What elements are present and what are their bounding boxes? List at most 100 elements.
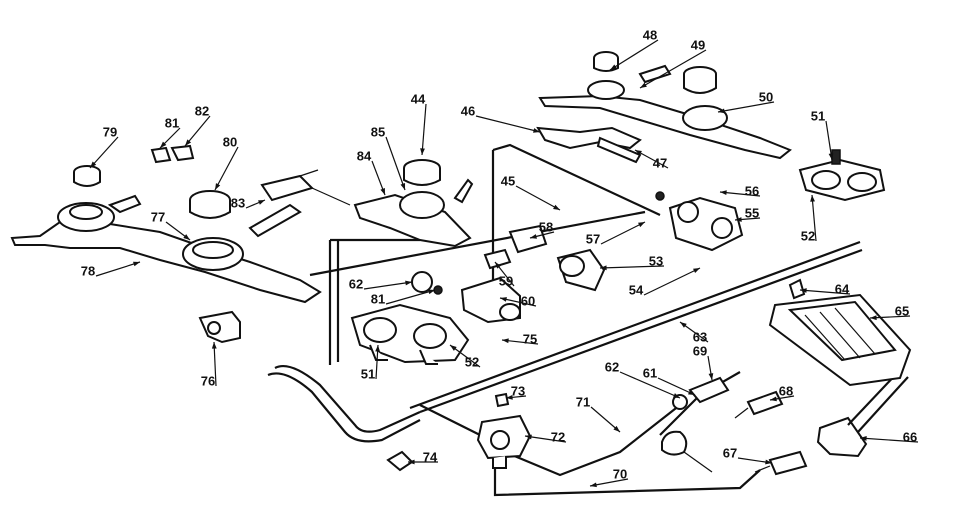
callout-c78: 78 [81,261,141,278]
callout-c66: 66 [859,429,919,444]
leader-arrowhead [688,390,695,395]
callout-c56: 56 [719,183,761,198]
callout-c84a: 84 [357,148,386,196]
leader-arrowhead [428,289,435,295]
leader-arrowhead [215,183,221,190]
callout-label: 52 [465,354,479,369]
callout-label: 81 [371,291,385,306]
callout-c61: 61 [643,365,696,396]
leader-arrowhead [530,234,537,239]
callout-c51a: 51 [811,108,834,161]
leader-line [515,185,561,211]
callout-c83: 83 [231,195,266,210]
callout-c53: 53 [599,253,665,271]
leader-arrowhead [610,64,617,70]
callout-c70: 70 [589,466,629,488]
leader-arrowhead [720,190,727,196]
callout-c50: 50 [717,89,775,114]
left-burner-assembly [10,144,322,344]
callout-layer: 7981828077788384854446484950514745585655… [81,27,919,488]
leader-arrowhead [770,396,777,402]
callout-c68: 68 [769,383,795,402]
leader-line [799,289,851,295]
leader-line [619,371,681,399]
callout-label: 83 [231,195,245,210]
leader-line [89,136,119,169]
callout-label: 71 [576,394,590,409]
leader-line [95,261,141,277]
leader-arrowhead [500,297,507,302]
leader-arrowhead [640,82,647,88]
callout-c57: 57 [586,221,646,246]
leader-arrowhead [495,262,501,269]
leader-arrowhead [525,434,532,440]
leader-arrowhead [183,234,190,240]
callout-label: 53 [649,253,663,268]
leader-arrowhead [533,128,540,133]
callout-label: 60 [521,293,535,308]
leader-arrowhead [211,342,217,349]
callout-label: 48 [643,27,657,42]
callout-c79: 79 [89,124,119,169]
leader-arrowhead [635,150,642,156]
callout-label: 55 [745,205,759,220]
callout-c65: 65 [869,303,911,321]
callout-label: 70 [613,466,627,481]
leader-arrowhead [860,436,867,441]
callout-label: 45 [501,173,515,188]
leader-arrowhead [800,288,807,293]
callout-label: 82 [195,103,209,118]
leader-line [859,437,919,443]
leader-line [811,194,817,242]
leader-line [609,39,659,71]
leader-arrowhead [420,148,425,155]
leader-arrowhead [638,222,645,228]
callout-c75: 75 [501,331,539,346]
leader-line [475,115,541,133]
callout-label: 85 [371,124,385,139]
leader-arrowhead [590,482,597,488]
callout-label: 57 [586,231,600,246]
callout-label: 65 [895,303,909,318]
leader-line [214,146,239,191]
callout-label: 76 [201,373,215,388]
callout-c60: 60 [499,293,537,308]
callout-c59: 59 [494,261,515,288]
callout-label: 67 [723,445,737,460]
callout-label: 79 [103,124,117,139]
callout-c80: 80 [214,134,239,191]
callout-c67: 67 [723,445,773,465]
callout-label: 62 [605,359,619,374]
callout-c55: 55 [734,205,761,222]
leader-line [825,120,833,161]
callout-label: 44 [411,91,426,106]
leader-arrowhead [160,141,167,148]
callout-c85a: 85 [371,124,406,191]
leader-arrowhead [506,394,513,400]
callout-label: 84 [357,148,372,163]
callout-label: 46 [461,103,475,118]
leader-line [385,136,406,191]
leader-arrowhead [258,200,265,205]
callout-label: 61 [643,365,657,380]
callout-c82: 82 [184,103,211,147]
callout-label: 81 [165,115,179,130]
callout-label: 77 [151,209,165,224]
callout-c52a: 52 [801,194,817,243]
leader-arrowhead [693,268,700,274]
leader-line [385,289,436,305]
callout-c81b: 81 [371,289,436,306]
leader-line [643,267,701,296]
callout-c71: 71 [576,394,621,433]
callout-c51b: 51 [361,344,381,381]
leader-arrowhead [502,338,509,344]
leader-line [869,315,911,319]
leader-arrowhead [133,261,140,267]
callout-label: 59 [499,273,513,288]
callout-c48: 48 [609,27,659,71]
center-burner-assembly [248,159,474,248]
leader-line [639,49,707,89]
callout-c44: 44 [411,91,427,156]
callout-c77: 77 [151,209,191,241]
